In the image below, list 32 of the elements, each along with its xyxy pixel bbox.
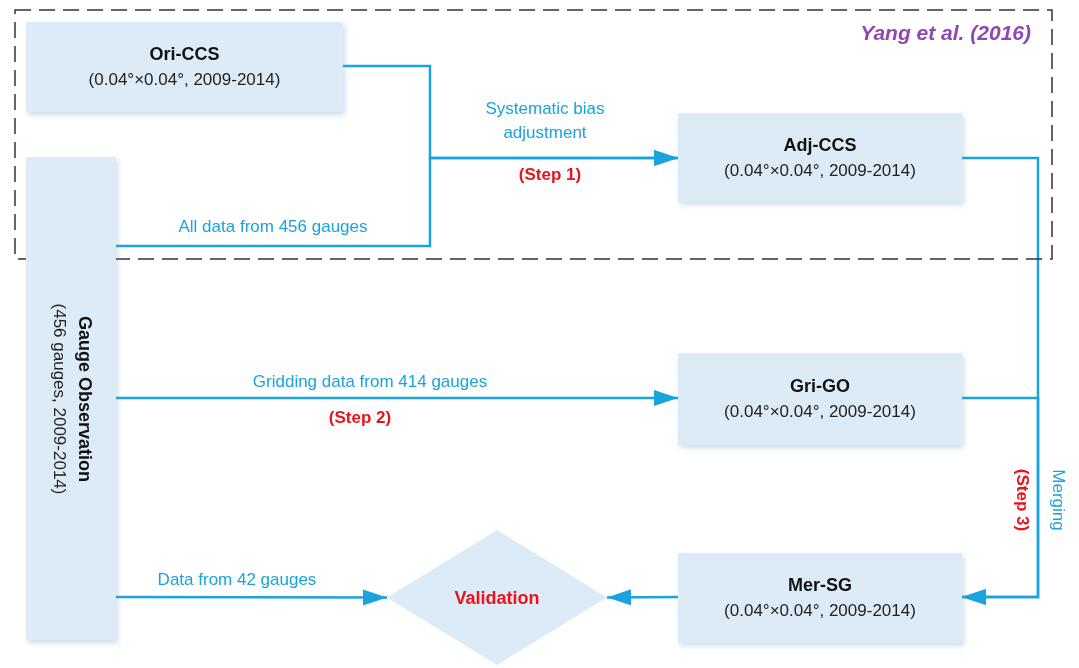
- node-detail: (0.04°×0.04°, 2009-2014): [724, 159, 916, 182]
- arrow: [116, 390, 678, 406]
- arrow: [962, 396, 1040, 605]
- process-box: [678, 353, 962, 445]
- process-box: [26, 22, 343, 112]
- decision-diamond: [387, 530, 607, 665]
- step-label: (Step 1): [517, 164, 583, 186]
- node-title: Adj-CCS: [783, 133, 857, 157]
- node-title: Gauge Observation: [73, 315, 95, 482]
- dashed-group-frame: [14, 9, 1053, 260]
- arrow: [607, 589, 678, 606]
- process-box: [678, 113, 962, 202]
- node-title: Validation: [454, 586, 540, 610]
- edge-label: Merging: [1048, 468, 1069, 533]
- arrow: [116, 150, 678, 248]
- group-title: Yang et al. (2016): [860, 21, 1031, 45]
- process-box: [26, 157, 116, 640]
- node-detail: (0.04°×0.04°, 2009-2014): [88, 69, 281, 91]
- node-title: Gri-GO: [790, 375, 850, 398]
- edge-label: All data from 456 gauges: [177, 216, 369, 238]
- node-title: Ori-CCS: [149, 43, 220, 66]
- edge-label: Gridding data from 414 gauges: [251, 371, 489, 393]
- node-detail: (0.04°×0.04°, 2009-2014): [724, 401, 916, 423]
- process-box: [678, 553, 962, 643]
- node-detail: (0.04°×0.04°, 2009-2014): [724, 600, 916, 622]
- node-detail: (456 gauges, 2009-2014): [48, 303, 69, 494]
- edge-label: Data from 42 gauges: [156, 569, 318, 591]
- edge-label: Systematic bias adjustment: [484, 98, 606, 144]
- step-label: (Step 2): [327, 407, 393, 429]
- node-title: Mer-SG: [788, 574, 852, 597]
- step-label: (Step 3): [1012, 467, 1033, 534]
- arrow: [116, 589, 387, 606]
